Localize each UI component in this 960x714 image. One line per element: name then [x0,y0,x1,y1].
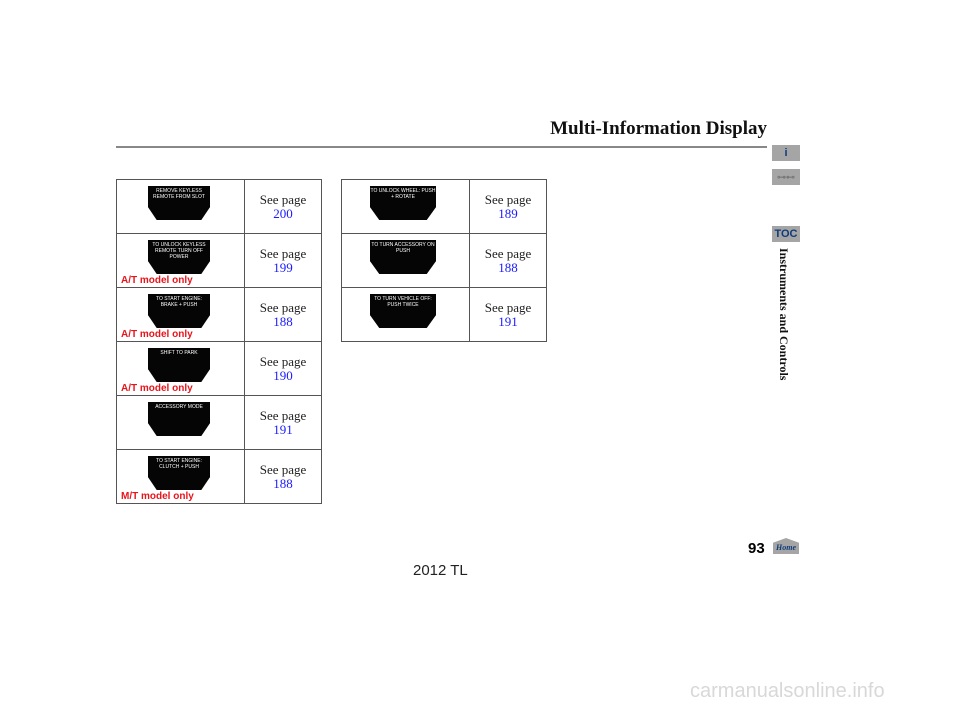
page-reference: See page 191 [469,287,547,342]
model-note: A/T model only [121,383,193,394]
table-row: TO UNLOCK WHEEL: PUSH + ROTATE See page … [341,179,547,234]
display-message-image: TO START ENGINE: BRAKE + PUSH [148,294,210,328]
page-reference: See page 188 [469,233,547,288]
page-reference: See page 188 [244,287,322,342]
display-message-image: REMOVE KEYLESS REMOTE FROM SLOT [148,186,210,220]
see-page-label: See page [259,191,307,207]
table-row: TO START ENGINE: BRAKE + PUSH A/T model … [116,287,322,342]
page-reference: See page 191 [244,395,322,450]
display-cell: SHIFT TO PARK A/T model only [116,341,245,396]
page-link[interactable]: 188 [498,259,518,275]
see-page-label: See page [259,407,307,423]
page-reference: See page 199 [244,233,322,288]
display-cell: REMOVE KEYLESS REMOTE FROM SLOT [116,179,245,234]
table-row: TO UNLOCK KEYLESS REMOTE TURN OFF POWER … [116,233,322,288]
page-link[interactable]: 199 [273,259,293,275]
watermark: carmanualsonline.info [690,680,885,702]
page-reference: See page 189 [469,179,547,234]
table-row: TO TURN VEHICLE OFF: PUSH TWICE See page… [341,287,547,342]
display-cell: TO TURN VEHICLE OFF: PUSH TWICE [341,287,470,342]
table-row: SHIFT TO PARK A/T model only See page 19… [116,341,322,396]
see-page-label: See page [259,461,307,477]
home-button[interactable]: Home [773,538,799,554]
page-link[interactable]: 200 [273,205,293,221]
display-message-image: ACCESSORY MODE [148,402,210,436]
car-icon[interactable]: ⊶⊷ [772,169,800,185]
display-cell: TO START ENGINE: CLUTCH + PUSH M/T model… [116,449,245,504]
see-page-label: See page [484,245,532,261]
model-note: M/T model only [121,491,194,502]
title-rule [116,146,767,148]
model-label: 2012 TL [413,562,468,579]
page-title: Multi-Information Display [550,118,767,139]
display-cell: TO UNLOCK KEYLESS REMOTE TURN OFF POWER … [116,233,245,288]
model-note: A/T model only [121,329,193,340]
page-reference: See page 200 [244,179,322,234]
display-message-image: TO UNLOCK WHEEL: PUSH + ROTATE [370,186,436,220]
toc-button[interactable]: TOC [772,226,800,242]
table-row: ACCESSORY MODE See page 191 [116,395,322,450]
page-link[interactable]: 191 [273,421,293,437]
display-message-image: SHIFT TO PARK [148,348,210,382]
see-page-label: See page [259,353,307,369]
page-number: 93 [748,540,765,557]
left-message-table: REMOVE KEYLESS REMOTE FROM SLOT See page… [116,179,322,504]
page-reference: See page 188 [244,449,322,504]
see-page-label: See page [259,299,307,315]
display-cell: TO START ENGINE: BRAKE + PUSH A/T model … [116,287,245,342]
page-link[interactable]: 188 [273,475,293,491]
model-note: A/T model only [121,275,193,286]
page-link[interactable]: 190 [273,367,293,383]
see-page-label: See page [484,299,532,315]
page-reference: See page 190 [244,341,322,396]
see-page-label: See page [484,191,532,207]
info-icon[interactable]: i [772,145,800,161]
right-message-table: TO UNLOCK WHEEL: PUSH + ROTATE See page … [341,179,547,342]
display-message-image: TO TURN ACCESSORY ON PUSH [370,240,436,274]
table-row: TO TURN ACCESSORY ON PUSH See page 188 [341,233,547,288]
display-message-image: TO START ENGINE: CLUTCH + PUSH [148,456,210,490]
display-cell: TO UNLOCK WHEEL: PUSH + ROTATE [341,179,470,234]
table-row: TO START ENGINE: CLUTCH + PUSH M/T model… [116,449,322,504]
page-link[interactable]: 188 [273,313,293,329]
display-message-image: TO UNLOCK KEYLESS REMOTE TURN OFF POWER [148,240,210,274]
section-label: Instruments and Controls [777,248,791,381]
see-page-label: See page [259,245,307,261]
display-message-image: TO TURN VEHICLE OFF: PUSH TWICE [370,294,436,328]
display-cell: ACCESSORY MODE [116,395,245,450]
table-row: REMOVE KEYLESS REMOTE FROM SLOT See page… [116,179,322,234]
page-link[interactable]: 189 [498,205,518,221]
display-cell: TO TURN ACCESSORY ON PUSH [341,233,470,288]
page-link[interactable]: 191 [498,313,518,329]
